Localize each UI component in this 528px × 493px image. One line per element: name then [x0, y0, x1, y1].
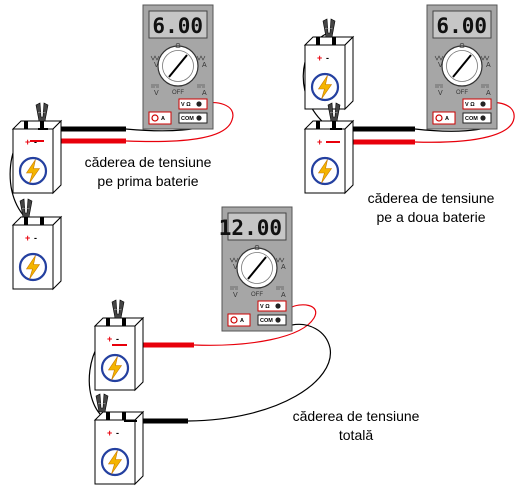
- amp-label: A: [281, 292, 286, 299]
- meter-display-reading: 6.00: [436, 14, 487, 38]
- battery-3-top: - +: [93, 316, 145, 392]
- amp-jack-label: A: [240, 318, 244, 324]
- amp-label: A: [281, 264, 286, 271]
- volt-ohm-jack-label: V Ω: [465, 102, 475, 108]
- probe-tips: [30, 128, 342, 422]
- amp-label: A: [202, 62, 207, 69]
- amp-label: A: [202, 90, 207, 97]
- amp-jack-label: A: [161, 116, 165, 122]
- off-label: OFF: [251, 292, 263, 298]
- battery-minus-label: -: [326, 53, 329, 63]
- battery-minus-label: -: [116, 428, 119, 438]
- volt-label: V: [233, 292, 238, 299]
- caption-line: căderea de tensiune: [85, 154, 212, 170]
- volt-label: V: [438, 62, 443, 69]
- battery-3-bottom: - +: [93, 410, 145, 486]
- amp-jack-label: A: [445, 116, 449, 122]
- battery-1-bottom: - +: [11, 215, 63, 291]
- battery-plus-label: +: [317, 137, 322, 147]
- ohm-label: Ω: [254, 245, 259, 252]
- multimeter-3: 12.00 Ω V V A A OFF V Ω A COM: [219, 206, 293, 332]
- battery-2-bottom: - +: [303, 119, 355, 195]
- ohm-label: Ω: [175, 43, 180, 50]
- caption-line: totală: [339, 427, 373, 443]
- battery-minus-label: -: [34, 233, 37, 243]
- caption-second-battery: căderea de tensiune pe a doua baterie: [368, 190, 495, 225]
- black-lead-3-cable: [187, 323, 331, 422]
- clip-icon: [19, 198, 33, 218]
- red-lead-1-cable: [125, 101, 234, 143]
- amp-label: A: [486, 90, 491, 97]
- volt-label: V: [233, 264, 238, 271]
- clip-icon: [111, 299, 125, 319]
- battery-plus-label: +: [107, 428, 112, 438]
- battery-plus-label: +: [107, 334, 112, 344]
- volt-label: V: [154, 62, 159, 69]
- caption-line: pe a doua baterie: [377, 209, 486, 225]
- common-jack-label: COM: [181, 116, 194, 122]
- caption-total: căderea de tensiune totală: [293, 408, 420, 443]
- caption-first-battery: căderea de tensiune pe prima baterie: [85, 154, 212, 189]
- multimeter-1: 6.00 Ω V V A A OFF V Ω A COM: [142, 4, 214, 130]
- battery-plus-label: +: [25, 233, 30, 243]
- red-lead-2-cable: [414, 101, 515, 143]
- volt-ohm-jack-label: V Ω: [260, 304, 270, 310]
- red-lead-3-cable: [193, 304, 317, 346]
- common-jack-label: COM: [260, 318, 273, 324]
- battery-plus-label: +: [25, 137, 30, 147]
- caption-line: pe prima baterie: [97, 173, 198, 189]
- caption-line: căderea de tensiune: [368, 190, 495, 206]
- battery-2-top: - +: [303, 35, 355, 111]
- battery-plus-label: +: [317, 53, 322, 63]
- caption-line: căderea de tensiune: [293, 408, 420, 424]
- common-jack-label: COM: [465, 116, 478, 122]
- clip-icon: [35, 102, 49, 122]
- meter-display-reading: 12.00: [219, 216, 282, 240]
- amp-label: A: [486, 62, 491, 69]
- multimeter-2: 6.00 Ω V V A A OFF V Ω A COM: [426, 4, 498, 130]
- meter-display-reading: 6.00: [152, 14, 203, 38]
- volt-ohm-jack-label: V Ω: [181, 102, 191, 108]
- ohm-label: Ω: [459, 43, 464, 50]
- volt-label: V: [438, 90, 443, 97]
- battery-1-top: - +: [11, 119, 63, 195]
- battery-minus-label: -: [116, 334, 119, 344]
- off-label: OFF: [456, 90, 468, 96]
- volt-label: V: [154, 90, 159, 97]
- clip-icon: [95, 393, 109, 413]
- off-label: OFF: [172, 90, 184, 96]
